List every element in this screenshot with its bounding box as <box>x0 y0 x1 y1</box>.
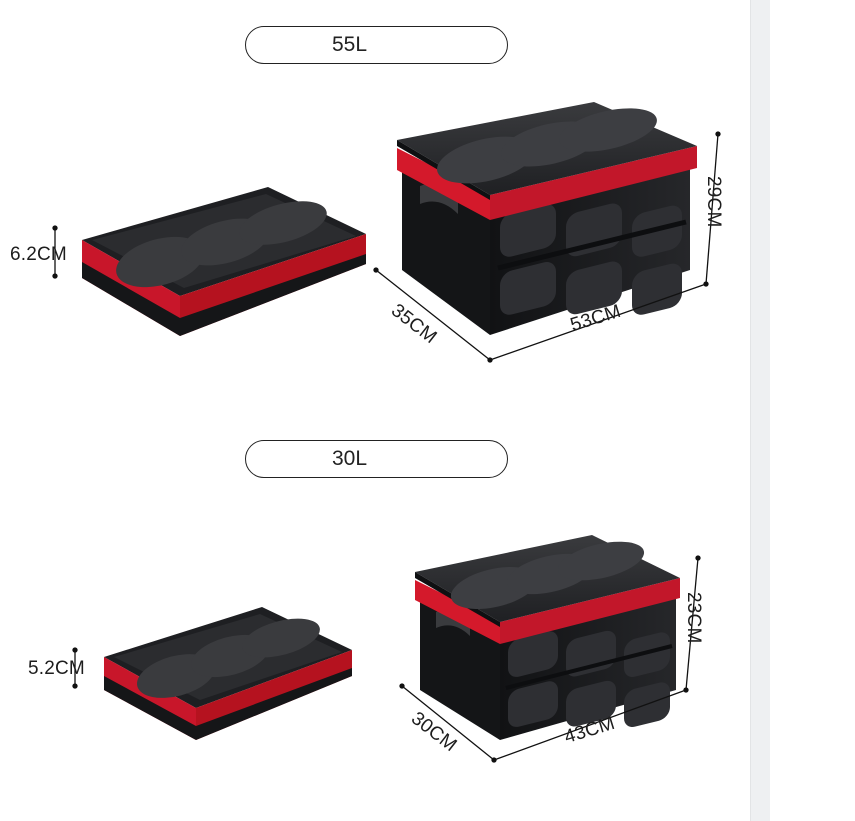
capacity-pill-30l: 30L <box>245 440 508 478</box>
folded-height-label: 6.2CM <box>10 244 67 265</box>
folded-height-label: 5.2CM <box>28 658 85 679</box>
capacity-pill-55l: 55L <box>245 26 508 64</box>
folded-box-55l <box>82 187 366 336</box>
assembled-box-30l <box>415 535 680 740</box>
folded-box-30l <box>104 607 352 740</box>
side-panel <box>770 0 855 821</box>
capacity-label: 30L <box>332 447 368 470</box>
capacity-label: 55L <box>332 33 368 56</box>
assembled-box-55l <box>397 102 697 335</box>
dimension-lines-55l <box>52 131 721 363</box>
height-label: 29CM <box>703 176 724 228</box>
height-label: 23CM <box>683 592 704 644</box>
dimension-lines-30l <box>72 555 701 763</box>
